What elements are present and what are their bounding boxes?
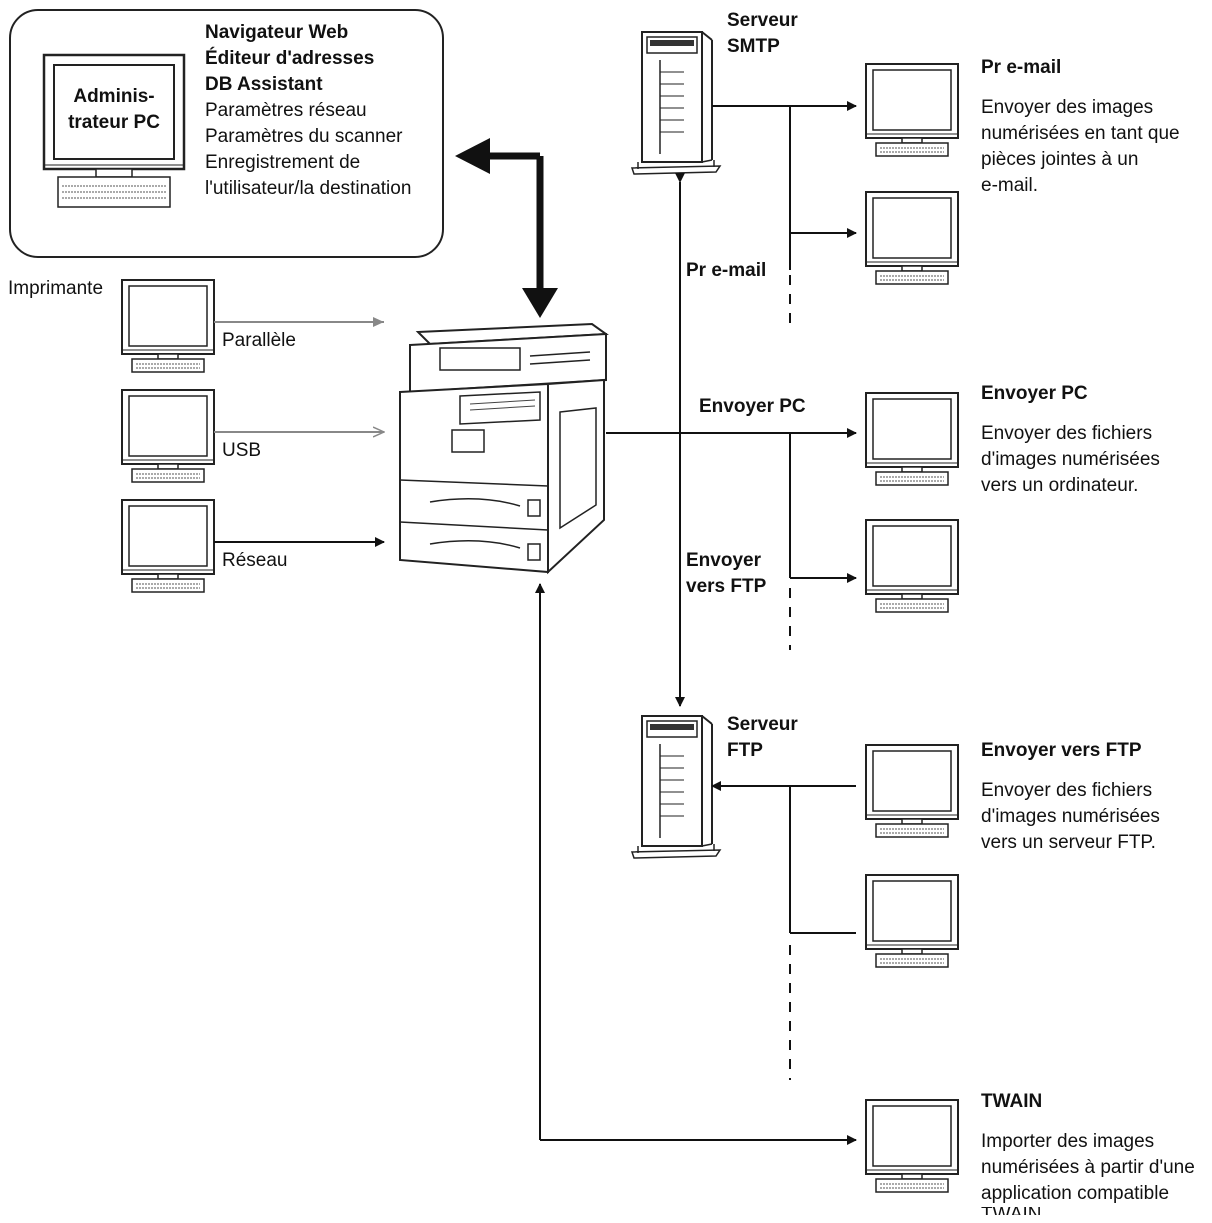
admin-mfp-double-arrow <box>455 138 558 318</box>
description-line: d'images numérisées <box>981 449 1160 470</box>
tool-network-settings: Paramètres réseau <box>205 100 367 121</box>
description-line: pièces jointes à un <box>981 149 1139 170</box>
admin-pc-label: Adminis- trateur PC <box>56 84 172 136</box>
usb-label: USB <box>222 440 262 461</box>
email-link-label: Pr e-mail <box>686 260 767 281</box>
parallel-label: Parallèle <box>222 330 296 351</box>
twain-pc-icon <box>865 1099 959 1193</box>
admin-monitor-icon <box>42 53 186 208</box>
admin-tools-list: Navigateur Web Éditeur d'adresses DB Ass… <box>205 20 411 202</box>
description-title: Pr e-mail <box>981 57 1062 78</box>
send-ftp-description: Envoyer vers FTP Envoyer des fichiers d'… <box>981 738 1160 856</box>
description-title: TWAIN <box>981 1091 1043 1112</box>
twain-description: TWAIN Importer des images numérisées à p… <box>981 1089 1195 1215</box>
description-title: Envoyer vers FTP <box>981 740 1142 761</box>
ftp-server-label-line: Serveur <box>727 714 798 735</box>
admin-pc-label-line: trateur PC <box>68 112 160 133</box>
smtp-server-icon <box>631 31 721 175</box>
tool-web-browser: Navigateur Web <box>205 22 349 43</box>
printer-pc-parallel-icon <box>121 279 215 373</box>
printer-pc-network-icon <box>121 499 215 593</box>
ftp-server-label-line: FTP <box>727 740 763 761</box>
tool-address-editor: Éditeur d'adresses <box>205 48 375 69</box>
description-line: Envoyer des fichiers <box>981 780 1153 801</box>
description-line: e-mail. <box>981 175 1039 196</box>
tool-registration-cont: l'utilisateur/la destination <box>205 178 412 199</box>
email-pc-1-icon <box>865 63 959 157</box>
multifunction-printer-icon <box>399 322 609 575</box>
admin-pc-label-line: Adminis- <box>73 86 155 107</box>
send-ftp-link-label-line: vers FTP <box>686 576 767 597</box>
printer-pc-usb-icon <box>121 389 215 483</box>
network-label: Réseau <box>222 550 288 571</box>
smtp-server-label-line: SMTP <box>727 36 780 57</box>
description-line: vers un serveur FTP. <box>981 832 1156 853</box>
send-pc-2-icon <box>865 519 959 613</box>
send-pc-link-label: Envoyer PC <box>699 396 806 417</box>
send-pc-description: Envoyer PC Envoyer des fichiers d'images… <box>981 381 1160 499</box>
description-line: numérisées à partir d'une <box>981 1157 1195 1178</box>
email-pc-2-icon <box>865 191 959 285</box>
ftp-pc-2-icon <box>865 874 959 968</box>
description-line: application compatible <box>981 1183 1170 1204</box>
ftp-server-icon <box>631 715 721 859</box>
send-ftp-link-label: Envoyer vers FTP <box>686 548 766 600</box>
description-line: TWAIN. <box>981 1207 1195 1215</box>
send-pc-1-icon <box>865 392 959 486</box>
smtp-server-label: Serveur SMTP <box>727 8 798 60</box>
description-line: numérisées en tant que <box>981 123 1180 144</box>
ftp-pc-1-icon <box>865 744 959 838</box>
description-line: d'images numérisées <box>981 806 1160 827</box>
send-ftp-link-label-line: Envoyer <box>686 550 761 571</box>
smtp-server-label-line: Serveur <box>727 10 798 31</box>
tool-db-assistant: DB Assistant <box>205 74 323 95</box>
description-line: vers un ordinateur. <box>981 475 1139 496</box>
tool-scanner-settings: Paramètres du scanner <box>205 126 403 147</box>
description-line: Envoyer des images <box>981 97 1154 118</box>
description-title: Envoyer PC <box>981 383 1088 404</box>
description-line: Envoyer des fichiers <box>981 423 1153 444</box>
description-line: Importer des images <box>981 1131 1155 1152</box>
printer-title: Imprimante <box>8 278 104 299</box>
email-description: Pr e-mail Envoyer des images numérisées … <box>981 55 1180 199</box>
tool-registration: Enregistrement de <box>205 152 361 173</box>
ftp-server-label: Serveur FTP <box>727 712 798 764</box>
